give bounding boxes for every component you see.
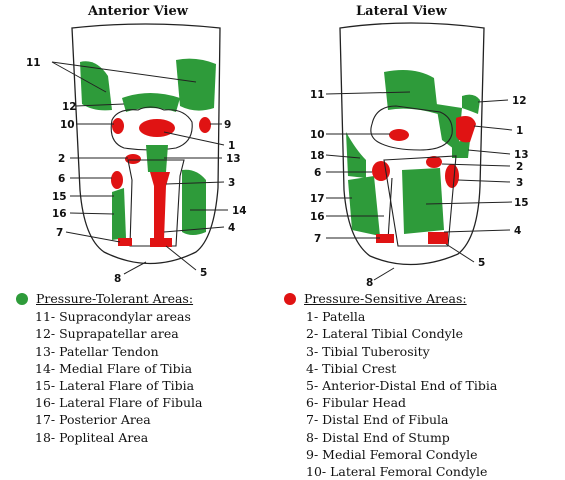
legend-tolerant-item: 12- Suprapatellar area — [16, 325, 202, 342]
anterior-label-11: 11 — [26, 57, 41, 69]
lateral-label-5: 5 — [478, 257, 485, 269]
anterior-label-9: 9 — [224, 119, 231, 131]
anterior-label-15: 15 — [52, 191, 67, 203]
legend-sensitive-item: 10- Lateral Femoral Condyle — [284, 463, 497, 480]
anterior-label-5: 5 — [200, 267, 207, 279]
legend-sensitive-item: 7- Distal End of Fibula — [284, 411, 497, 428]
anterior-medial-flare — [182, 170, 206, 235]
anterior-label-14: 14 — [232, 205, 247, 217]
legend-sensitive-item: 1- Patella — [284, 308, 497, 325]
legend-pressure-tolerant: Pressure-Tolerant Areas: 11- Supracondyl… — [16, 290, 202, 446]
anterior-label-16: 16 — [52, 208, 67, 220]
anterior-label-8: 8 — [114, 273, 121, 285]
lateral-label-17: 17 — [310, 193, 325, 205]
legend-sensitive-item: 3- Tibial Tuberosity — [284, 343, 497, 360]
lateral-patellar-tendon — [452, 140, 470, 158]
anterior-distal-tibia — [150, 238, 172, 247]
anterior-medial-femoral-condyle — [199, 117, 211, 133]
legend-tolerant-item: 17- Posterior Area — [16, 411, 202, 428]
lateral-label-13: 13 — [514, 149, 529, 161]
anterior-label-2: 2 — [58, 153, 65, 165]
anterior-label-12: 12 — [62, 101, 77, 113]
anterior-lateral-flare — [112, 188, 126, 240]
legend-tolerant-item: 13- Patellar Tendon — [16, 343, 202, 360]
lateral-label-11: 11 — [310, 89, 325, 101]
legend-sensitive-item: 9- Medial Femoral Condyle — [284, 446, 497, 463]
anterior-label-1: 1 — [228, 140, 235, 152]
anterior-knee-figure: 11 12 10 9 1 2 13 3 6 15 16 14 4 7 8 5 — [26, 24, 247, 285]
legend-tolerant-item: 15- Lateral Flare of Tibia — [16, 377, 202, 394]
lateral-distal-tibia — [428, 232, 448, 244]
lateral-label-15: 15 — [514, 197, 529, 209]
lateral-tibial-tuberosity — [445, 164, 459, 188]
legend-sensitive-item: 5- Anterior-Distal End of Tibia — [284, 377, 497, 394]
lateral-label-16: 16 — [310, 211, 325, 223]
anterior-patella — [139, 119, 175, 137]
lateral-label-6: 6 — [314, 167, 321, 179]
red-dot-icon — [284, 293, 296, 305]
legend-sensitive-header: Pressure-Sensitive Areas: — [284, 290, 497, 307]
anterior-label-3: 3 — [228, 177, 235, 189]
lateral-label-3: 3 — [516, 177, 523, 189]
lateral-label-10: 10 — [310, 129, 325, 141]
anterior-supracondylar-right — [176, 59, 216, 111]
lateral-label-4: 4 — [514, 225, 521, 237]
legend-tolerant-item: 16- Lateral Flare of Fibula — [16, 394, 202, 411]
legend-sensitive-title: Pressure-Sensitive Areas: — [304, 290, 467, 307]
lateral-knee-figure: 11 12 10 1 18 13 2 6 3 17 15 16 4 7 5 8 — [310, 23, 529, 289]
anterior-lateral-femoral-condyle — [112, 118, 124, 134]
lateral-label-2: 2 — [516, 161, 523, 173]
legend-sensitive-item: 4- Tibial Crest — [284, 360, 497, 377]
anterior-distal-fibula — [118, 238, 132, 246]
legend-sensitive-item: 8- Distal End of Stump — [284, 429, 497, 446]
lateral-label-1: 1 — [516, 125, 523, 137]
legend-tolerant-title: Pressure-Tolerant Areas: — [36, 290, 193, 307]
anterior-label-4: 4 — [228, 222, 235, 234]
legend-tolerant-item: 14- Medial Flare of Tibia — [16, 360, 202, 377]
green-dot-icon — [16, 293, 28, 305]
lateral-label-8: 8 — [366, 277, 373, 289]
anterior-label-13: 13 — [226, 153, 241, 165]
lateral-label-12: 12 — [512, 95, 527, 107]
legend-tolerant-item: 11- Supracondylar areas — [16, 308, 202, 325]
lateral-flare-tibia — [402, 168, 444, 234]
legend-sensitive-item: 2- Lateral Tibial Condyle — [284, 325, 497, 342]
anterior-label-6: 6 — [58, 173, 65, 185]
lateral-femoral-condyle — [389, 129, 409, 141]
anterior-label-10: 10 — [60, 119, 75, 131]
lateral-label-18: 18 — [310, 150, 325, 162]
legend-tolerant-header: Pressure-Tolerant Areas: — [16, 290, 202, 307]
legend-pressure-sensitive: Pressure-Sensitive Areas: 1- Patella 2- … — [284, 290, 497, 480]
knee-diagram: 11 12 10 9 1 2 13 3 6 15 16 14 4 7 8 5 — [0, 0, 565, 290]
lateral-label-7: 7 — [314, 233, 321, 245]
anterior-label-7: 7 — [56, 227, 63, 239]
anterior-fibular-head — [111, 171, 123, 189]
legend-sensitive-item: 6- Fibular Head — [284, 394, 497, 411]
anterior-lateral-tibial-condyle — [125, 154, 141, 164]
legend-tolerant-item: 18- Popliteal Area — [16, 429, 202, 446]
